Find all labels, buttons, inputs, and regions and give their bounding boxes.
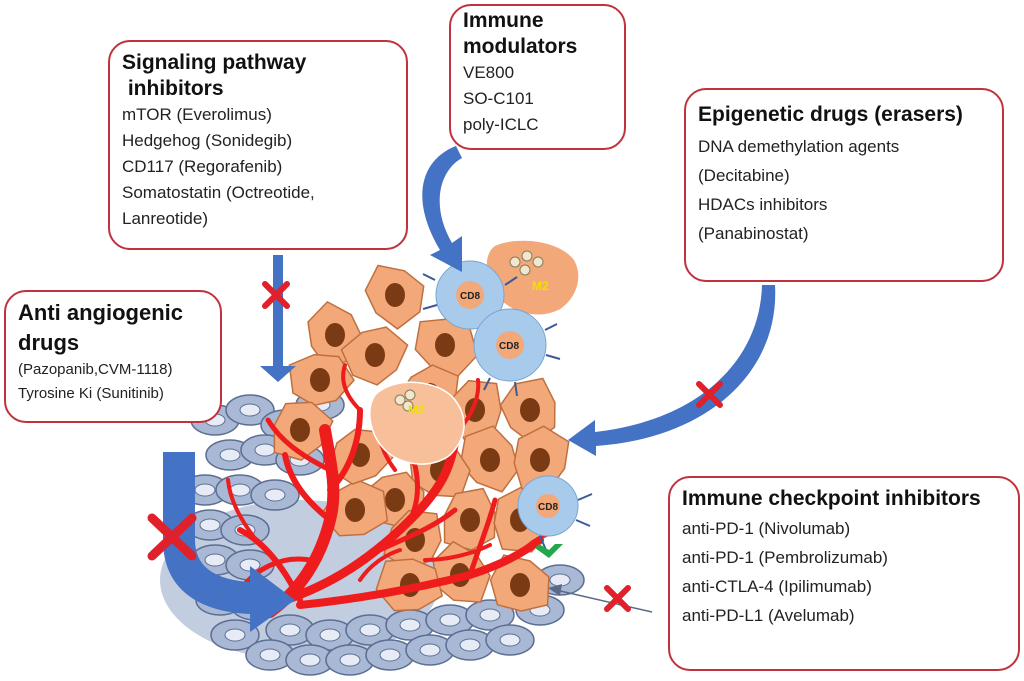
epigenetic-title: Epigenetic drugs (erasers) [698,103,963,126]
tumor-cell [288,353,355,407]
tumor-cell [489,554,550,612]
tumor-cell [340,326,409,386]
normal-cell [445,629,495,661]
epigenetic-drugs-box: Epigenetic drugs (erasers) DNA demethyla… [684,88,1004,282]
immune-modulator-item: VE800 [463,63,515,82]
epigenetic-item: DNA demethylation agents [698,137,900,156]
signaling-title-line-2: inhibitors [122,77,224,100]
normal-cell [250,479,300,511]
anti-angiogenic-arrow [163,452,295,632]
anti-angiogenic-title-line-2: drugs [18,330,80,355]
tumor-cell [499,377,556,445]
normal-cell [305,619,355,651]
immune-modulator-item: SO-C101 [463,89,534,108]
normal-cell [225,394,275,426]
checkpoint-title: Immune checkpoint inhibitors [682,487,981,510]
checkpoint-arrow [555,589,653,613]
epigenetic-arrow [568,285,776,456]
signaling-item: Lanreotide) [122,209,209,228]
m2-label-bottom: M2 [408,403,425,417]
immune-modulators-title-line-2: modulators [463,35,578,58]
cd8-t-cell-2: CD8 [473,308,561,397]
signaling-item: Somatostatin (Octreotide, [122,183,315,202]
svg-text:CD8: CD8 [538,502,558,513]
epigenetic-item: (Panabinostat) [698,224,809,243]
cd8-t-cell-3: CD8 [517,475,593,558]
signaling-item: CD117 (Regorafenib) [122,157,283,176]
immune-checkpoint-inhibitors-box: Immune checkpoint inhibitors anti-PD-1 (… [668,476,1020,671]
signaling-item: mTOR (Everolimus) [122,105,272,124]
signaling-arrow [260,255,296,382]
cd8-t-cell-1: CD8 [422,260,518,331]
inhibition-crosses [147,281,723,612]
normal-cell [210,619,260,651]
immune-modulators-arrow [422,146,462,272]
m2-macrophage-top: M2 [485,239,580,316]
epigenetic-item: HDACs inhibitors [698,195,828,214]
flow-arrows [163,146,776,632]
immune-modulators-box: Immune modulators VE800 SO-C101 poly-ICL… [449,4,626,150]
svg-text:CD8: CD8 [499,341,519,352]
cross-epigenetic-icon [696,381,723,408]
checkpoint-item: anti-CTLA-4 (Ipilimumab) [682,577,872,596]
cross-anti-angiogenic-icon [147,513,197,561]
tumor-cell [459,425,520,493]
normal-cell [405,634,455,666]
cross-checkpoint-icon [604,585,631,612]
normal-cell [465,599,515,631]
immune-modulator-item: poly-ICLC [463,115,539,134]
anti-angiogenic-item: (Pazopanib,CVM-1118) [18,361,173,378]
signaling-item: Hedgehog (Sonidegib) [122,131,293,150]
checkpoint-item: anti-PD-1 (Pembrolizumab) [682,548,888,567]
normal-cell [425,604,475,636]
epigenetic-item: (Decitabine) [698,166,790,185]
cross-signaling-icon [262,281,290,309]
checkpoint-item: anti-PD-1 (Nivolumab) [682,519,851,538]
m2-macrophage-bottom: M2 [369,381,465,465]
tumor-cell [364,264,425,330]
checkpoint-item: anti-PD-L1 (Avelumab) [682,606,855,625]
normal-cell [485,624,535,656]
normal-cell [385,609,435,641]
signaling-pathway-inhibitors-box: Signaling pathway inhibitors mTOR (Evero… [108,40,408,250]
signaling-title-line-1: Signaling pathway [122,51,307,74]
anti-angiogenic-title-line-1: Anti angiogenic [18,300,183,325]
normal-cell [265,614,315,646]
m2-label-top: M2 [532,279,549,293]
svg-text:CD8: CD8 [460,291,480,302]
tumor-cell [513,425,570,490]
immune-modulators-title-line-1: Immune [463,9,544,32]
anti-angiogenic-drugs-box: Anti angiogenic drugs (Pazopanib,CVM-111… [4,290,222,423]
anti-angiogenic-item: Tyrosine Ki (Sunitinib) [18,385,164,402]
